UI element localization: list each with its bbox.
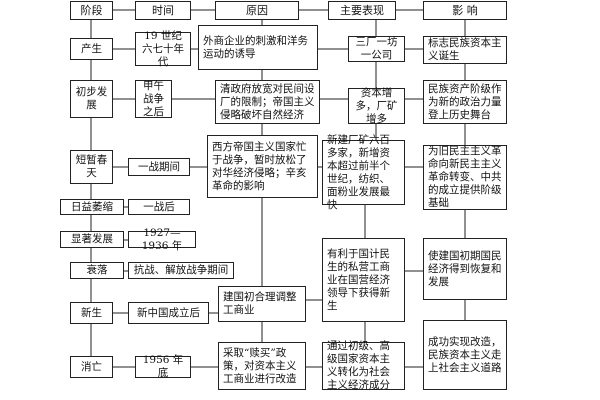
impact-economic-recovery: 使建国初期国民经济得到恢复和发展 bbox=[423, 238, 507, 300]
header-stage: 阶段 bbox=[70, 1, 113, 20]
cause-reasonable-adjustment: 建国初合理调整工商业 bbox=[218, 286, 306, 322]
stage-fading: 衰落 bbox=[70, 262, 124, 279]
cause-foreign-stimulus: 外商企业的刺激和洋务运动的诱导 bbox=[198, 25, 318, 70]
stage-initial-development: 初步发展 bbox=[70, 80, 113, 118]
stage-birth: 产生 bbox=[70, 38, 113, 60]
time-end-of-1956: 1956 年底 bbox=[135, 354, 191, 379]
time-after-sino-japanese-war: 甲午战争之后 bbox=[135, 80, 172, 118]
impact-class-foundation: 为旧民主主义革命向新民主主义革命转变、中共的成立提供阶级基础 bbox=[423, 145, 507, 210]
cause-imperialist-distraction: 西方帝国主义国家忙于战争，暂时放松了对华经济侵略；辛亥革命的影响 bbox=[207, 135, 318, 198]
manifestation-capital-growth: 资本增多，厂矿增多 bbox=[348, 87, 405, 125]
impact-socialist-road: 成功实现改造，民族资本主义走上社会主义道路 bbox=[423, 320, 507, 390]
header-manifestation: 主要表现 bbox=[328, 1, 396, 20]
cause-redemption-policy: 采取“赎买”政策，对资本主义工商业进行改造 bbox=[218, 342, 306, 390]
time-war-periods: 抗战、解放战争期间 bbox=[128, 262, 234, 279]
stage-brief-spring: 短暂春天 bbox=[70, 150, 113, 184]
manifestation-new-factories: 新建厂矿六百多家，新增资本超过前半个世纪，纺织、面粉业发展最快 bbox=[322, 134, 405, 211]
stage-decline: 日益萎缩 bbox=[60, 199, 124, 215]
impact-bourgeoisie-politics: 民族资产阶级作为新的政治力量登上历史舞台 bbox=[423, 80, 507, 124]
manifestation-state-capitalism: 通过初级、高级国家资本主义转化为社会主义经济成分 bbox=[322, 340, 405, 391]
cause-qing-policy: 清政府放宽对民间设厂的限制；帝国主义侵略破坏自然经济 bbox=[215, 80, 320, 124]
time-1860s-1870s: 19 世纪六七十年代 bbox=[135, 30, 191, 68]
header-time: 时间 bbox=[135, 1, 191, 20]
stage-notable-development: 显著发展 bbox=[60, 231, 124, 248]
header-impact: 影 响 bbox=[423, 1, 507, 20]
manifestation-three-factories: 三厂一坊一公司 bbox=[348, 36, 405, 62]
stage-demise: 消亡 bbox=[70, 356, 113, 378]
time-wwi-period: 一战期间 bbox=[128, 158, 190, 176]
stage-rebirth: 新生 bbox=[70, 302, 113, 324]
time-new-china-founding: 新中国成立后 bbox=[128, 302, 209, 324]
header-cause: 原因 bbox=[215, 1, 299, 20]
time-1927-1936: 1927—1936 年 bbox=[128, 227, 196, 252]
impact-birth-of-capitalism: 标志民族资本主义诞生 bbox=[423, 36, 507, 64]
time-after-wwi: 一战后 bbox=[128, 199, 190, 215]
manifestation-private-rebirth: 有利于国计民生的私营工商业在国营经济领导下获得新生 bbox=[322, 238, 405, 322]
